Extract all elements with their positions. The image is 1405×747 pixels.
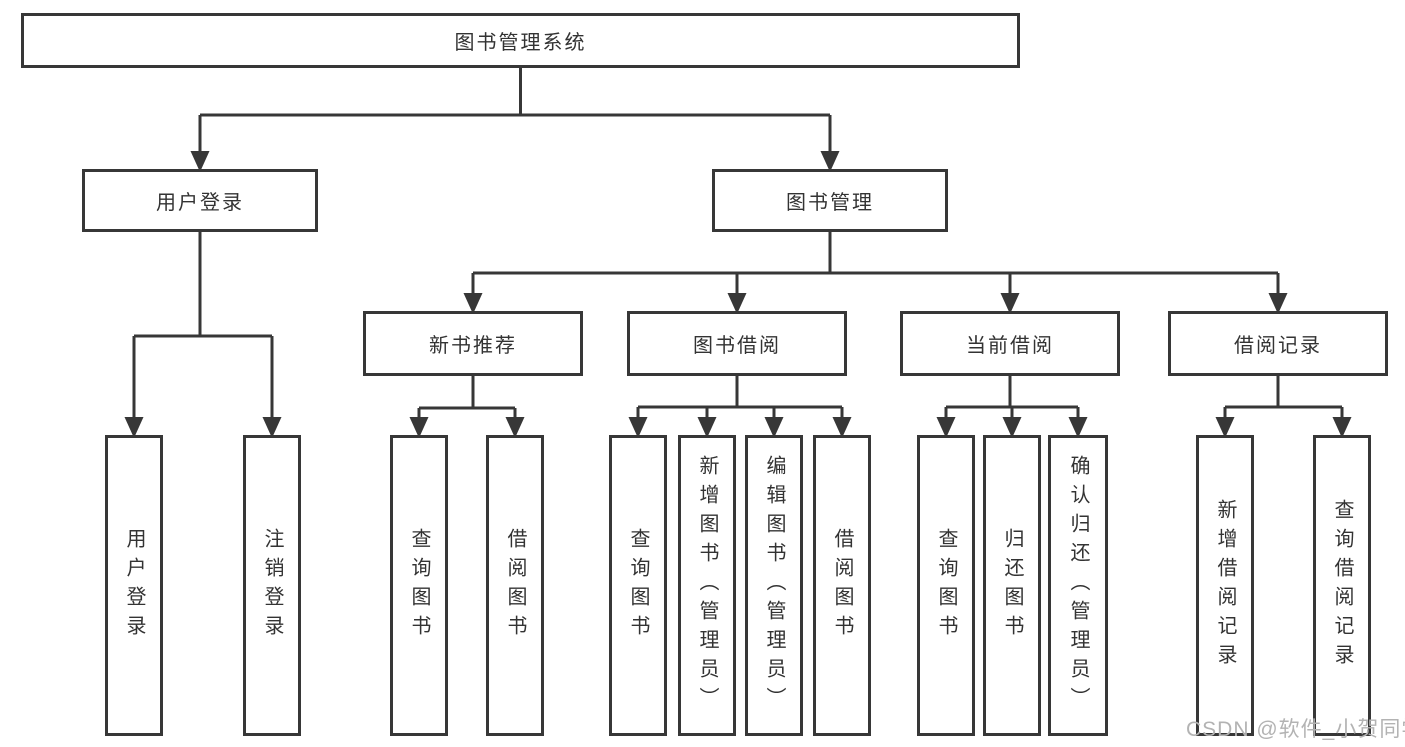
connector-book-borrow xyxy=(636,376,844,420)
node-leaf-logout: 注销登录 xyxy=(243,435,301,736)
node-leaf-query-borrow-record: 查询借阅记录 xyxy=(1313,435,1371,736)
node-leaf-return-book-label: 归还图书 xyxy=(1001,527,1023,644)
node-current-borrow: 当前借阅 xyxy=(900,311,1120,376)
node-user-login-label: 用户登录 xyxy=(156,192,244,214)
node-leaf-query-books-1: 查询图书 xyxy=(390,435,448,736)
node-book-management-label: 图书管理 xyxy=(786,192,874,214)
connector-borrow-records xyxy=(1223,376,1344,420)
node-leaf-add-borrow-record-label: 新增借阅记录 xyxy=(1214,498,1236,673)
node-leaf-borrow-books-2: 借阅图书 xyxy=(813,435,871,736)
node-leaf-borrow-books-1: 借阅图书 xyxy=(486,435,544,736)
node-leaf-query-books-3-label: 查询图书 xyxy=(935,527,957,644)
node-leaf-user-login-label: 用户登录 xyxy=(123,527,145,644)
node-root: 图书管理系统 xyxy=(21,13,1020,68)
connector-new-book-recommend xyxy=(417,376,517,420)
node-leaf-logout-label: 注销登录 xyxy=(261,527,283,644)
node-borrow-records-label: 借阅记录 xyxy=(1234,335,1322,357)
connector-user-login xyxy=(132,232,274,419)
node-leaf-query-books-2-label: 查询图书 xyxy=(627,527,649,644)
node-leaf-add-borrow-record: 新增借阅记录 xyxy=(1196,435,1254,736)
connector-book-management xyxy=(471,232,1280,295)
node-book-borrow-label: 图书借阅 xyxy=(693,335,781,357)
watermark: CSDN @软件_小贺同学 xyxy=(1186,718,1405,741)
node-leaf-return-book: 归还图书 xyxy=(983,435,1041,736)
node-current-borrow-label: 当前借阅 xyxy=(966,335,1054,357)
node-borrow-records: 借阅记录 xyxy=(1168,311,1388,376)
node-new-book-recommend-label: 新书推荐 xyxy=(429,335,517,357)
connector-root xyxy=(198,68,832,153)
node-book-management: 图书管理 xyxy=(712,169,948,232)
node-leaf-query-books-3: 查询图书 xyxy=(917,435,975,736)
node-leaf-add-book-admin-label: 新增图书（管理员） xyxy=(696,455,718,716)
node-leaf-edit-book-admin: 编辑图书（管理员） xyxy=(745,435,803,736)
node-book-borrow: 图书借阅 xyxy=(627,311,847,376)
node-leaf-borrow-books-1-label: 借阅图书 xyxy=(504,527,526,644)
node-leaf-edit-book-admin-label: 编辑图书（管理员） xyxy=(763,455,785,716)
node-leaf-query-borrow-record-label: 查询借阅记录 xyxy=(1331,498,1353,673)
node-user-login: 用户登录 xyxy=(82,169,318,232)
node-leaf-add-book-admin: 新增图书（管理员） xyxy=(678,435,736,736)
node-leaf-confirm-return-admin: 确认归还（管理员） xyxy=(1048,435,1108,736)
node-root-label: 图书管理系统 xyxy=(454,32,587,54)
connector-current-borrow xyxy=(944,376,1080,420)
node-leaf-confirm-return-admin-label: 确认归还（管理员） xyxy=(1067,455,1089,716)
node-leaf-query-books-1-label: 查询图书 xyxy=(408,527,430,644)
node-leaf-user-login: 用户登录 xyxy=(105,435,163,736)
node-leaf-query-books-2: 查询图书 xyxy=(609,435,667,736)
node-new-book-recommend: 新书推荐 xyxy=(363,311,583,376)
node-leaf-borrow-books-2-label: 借阅图书 xyxy=(831,527,853,644)
